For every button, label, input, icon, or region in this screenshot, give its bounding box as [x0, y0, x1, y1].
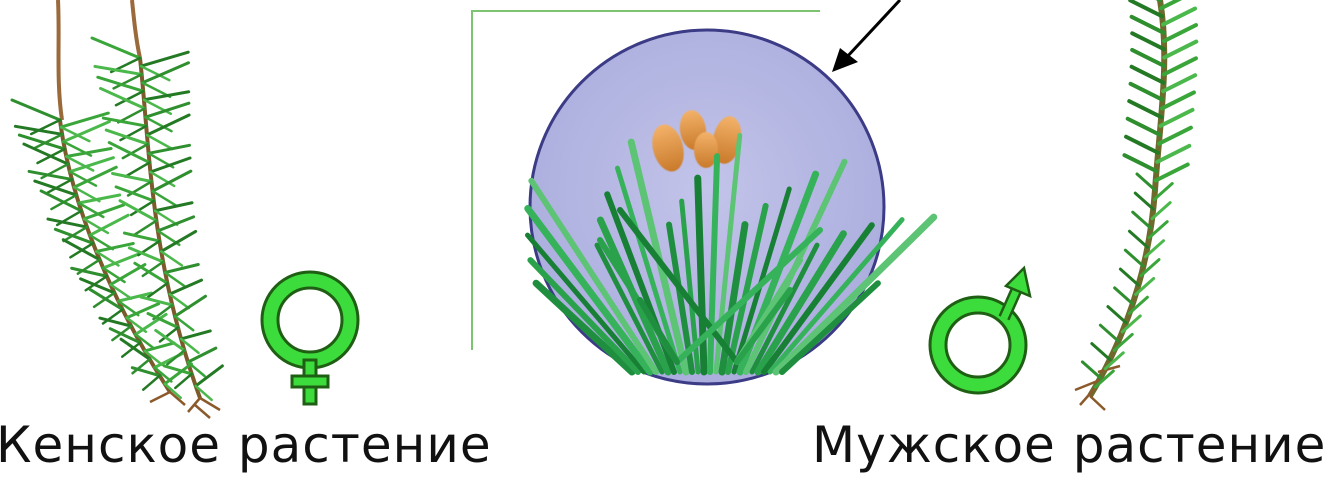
- moss-leaf: [1092, 344, 1110, 360]
- moss-leaf: [1132, 50, 1164, 66]
- moss-leaf: [1124, 155, 1156, 171]
- moss-leaf: [1163, 75, 1195, 91]
- female-plant-label: Кенское растение: [0, 416, 492, 474]
- moss-leaf: [181, 331, 210, 339]
- moss-leaf: [170, 280, 202, 294]
- moss-leaf: [1135, 193, 1153, 209]
- moss-leaf: [1129, 231, 1147, 247]
- moss-leaf: [1162, 92, 1194, 108]
- moss-leaf: [175, 374, 191, 388]
- moss-leaf: [1156, 165, 1188, 181]
- moss-leaf: [153, 171, 191, 191]
- moss-leaf: [135, 221, 157, 235]
- moss-leaf: [113, 174, 152, 182]
- moss-leaf: [1132, 67, 1164, 83]
- moss-leaf: [1082, 362, 1100, 378]
- moss-leaf: [143, 376, 159, 390]
- moss-leaf: [147, 135, 172, 149]
- moss-leaf: [96, 244, 133, 252]
- moss-leaf: [141, 52, 188, 66]
- moss-leaf: [1115, 288, 1133, 304]
- moss-leaf: [161, 231, 195, 251]
- moss-leaf: [167, 350, 184, 364]
- moss-leaf: [196, 366, 223, 386]
- moss-leaf: [142, 63, 188, 83]
- moss-leaf: [147, 115, 189, 135]
- moss-leaf: [1131, 84, 1163, 100]
- moss-leaf: [136, 314, 167, 334]
- moss-leaf: [125, 163, 149, 177]
- moss-leaf: [1128, 119, 1160, 135]
- moss-leaf: [188, 348, 216, 362]
- moss-leaf: [150, 172, 174, 186]
- moss-leaf: [1164, 58, 1196, 74]
- magnified-view-circle: [528, 30, 934, 384]
- moss-leaf: [1100, 325, 1118, 341]
- moss-leaf: [1129, 101, 1161, 117]
- moss-leaf: [1161, 0, 1193, 8]
- moss-leaf: [15, 126, 62, 134]
- moss-leaf: [124, 233, 159, 241]
- moss-leaf: [116, 187, 154, 201]
- moss-leaf: [1137, 174, 1155, 190]
- moss-leaf: [150, 158, 190, 172]
- moss-leaf: [1133, 212, 1151, 228]
- moss-leaf: [12, 100, 60, 120]
- moss-leaf: [158, 217, 194, 231]
- moss-leaf: [148, 283, 167, 297]
- moss-leaf: [1126, 137, 1158, 153]
- moss-leaf: [1160, 110, 1192, 126]
- moss-leaf: [61, 127, 89, 141]
- moss-leaf: [1163, 9, 1195, 25]
- moss-leaf: [1132, 33, 1164, 49]
- moss-leaf: [1120, 269, 1138, 285]
- moss-leaf: [72, 268, 107, 276]
- moss-leaf: [175, 296, 206, 316]
- moss-leaf: [1108, 307, 1126, 323]
- moss-leaf: [1164, 42, 1196, 58]
- moss-leaf: [1132, 17, 1164, 33]
- moss-leaf: [144, 92, 189, 100]
- moss-leaf: [103, 254, 139, 268]
- moss-leaf: [1157, 146, 1189, 162]
- female-moss-plant: [12, 0, 222, 418]
- moss-leaf: [35, 181, 77, 195]
- male-moss-plant: [1075, 0, 1196, 410]
- pointer-arrow: [832, 0, 900, 72]
- moss-leaf: [1125, 250, 1143, 266]
- moss-leaf: [1164, 25, 1196, 41]
- moss-leaf: [101, 88, 145, 108]
- moss-leaf: [1159, 128, 1191, 144]
- venus-symbol-icon: [270, 280, 350, 404]
- mars-symbol-icon: [938, 268, 1030, 385]
- male-plant-label: Мужское растение: [812, 416, 1326, 474]
- moss-leaf: [106, 130, 148, 144]
- moss-leaf: [92, 38, 140, 58]
